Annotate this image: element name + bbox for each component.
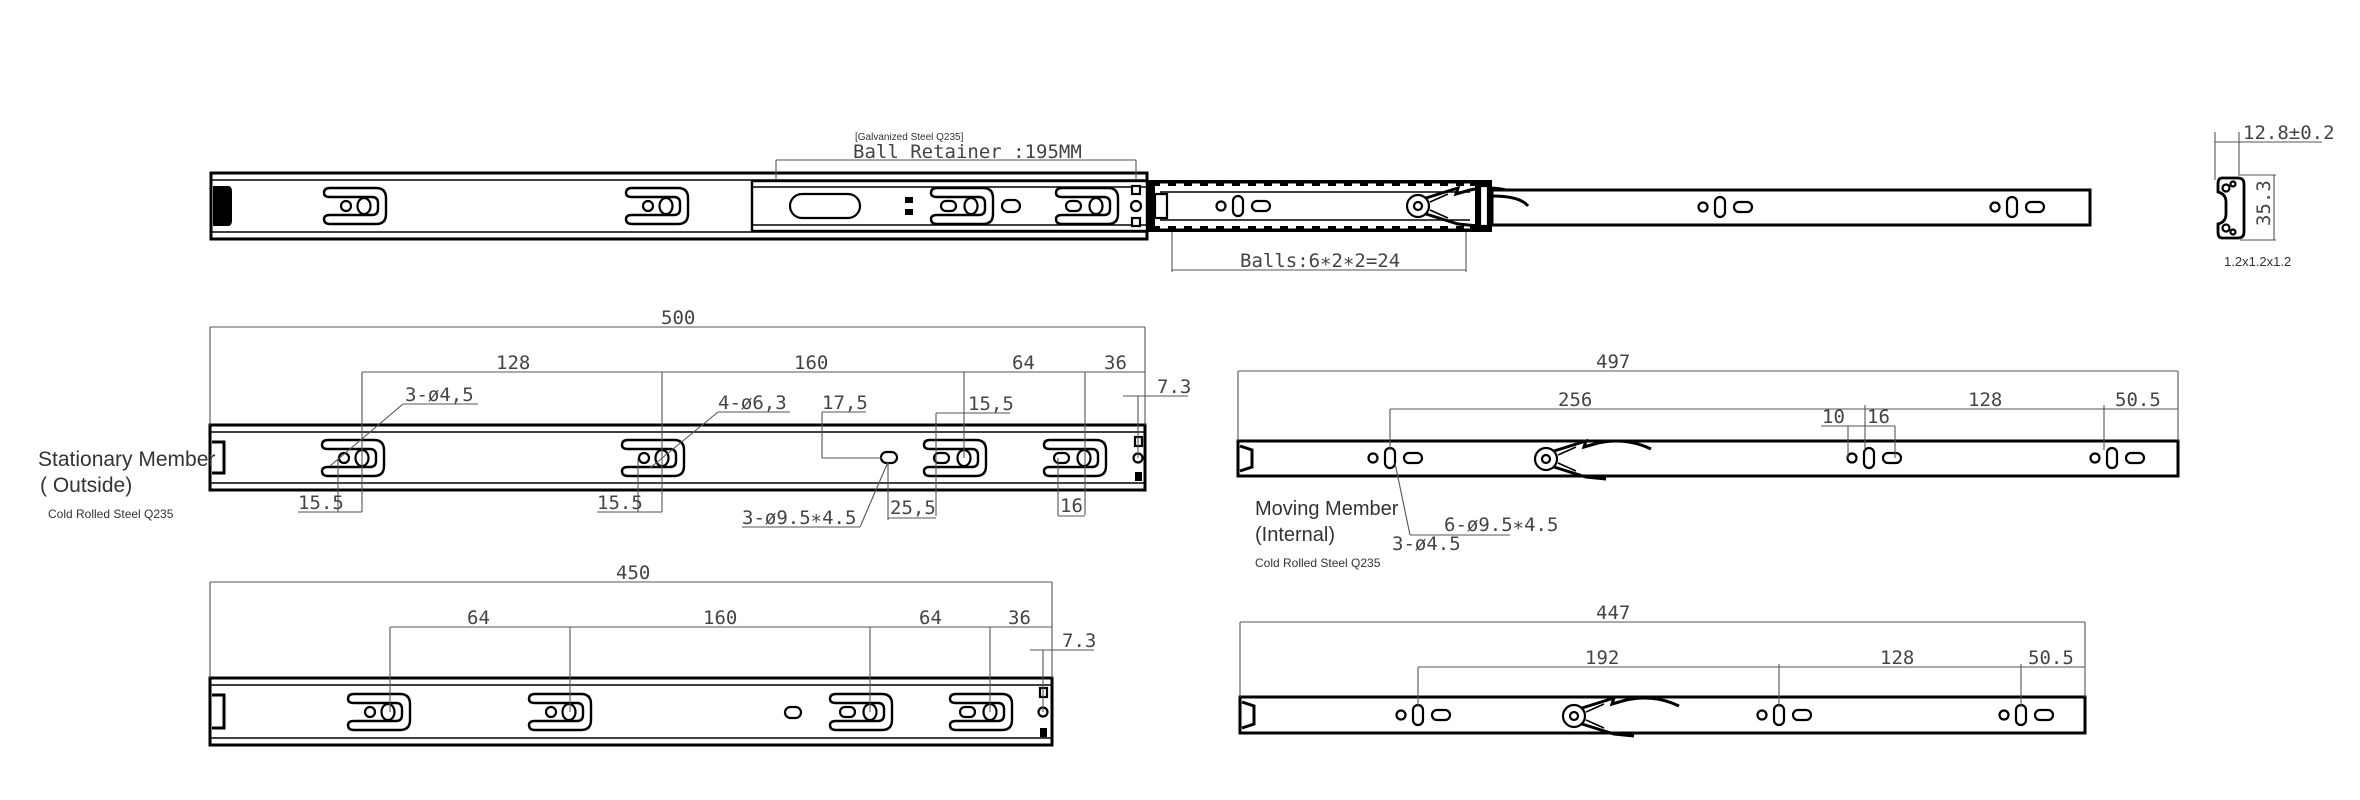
dim-64: 64 (1012, 352, 1035, 374)
dim-15-5-a: 15.5 (298, 492, 344, 514)
dim-7-3-b: 7.3 (1062, 630, 1096, 652)
callout-slots: 3-ø9.5∗4.5 (742, 507, 856, 529)
dim-overall-497: 497 (1596, 351, 1630, 373)
balls-count-label: Balls:6∗2∗2=24 (1240, 250, 1400, 272)
dim-192: 192 (1585, 647, 1619, 669)
stationary-member-subtitle: ( Outside) (40, 474, 132, 497)
section-thickness-label: 1.2x1.2x1.2 (2224, 254, 2291, 269)
dim-25-5: 25,5 (890, 497, 936, 519)
dim-16: 16 (1060, 495, 1083, 517)
dim-36-b: 36 (1008, 607, 1031, 629)
callout-large-holes: 4-ø6,3 (718, 392, 787, 414)
dim-160-b: 160 (703, 607, 737, 629)
dim-15-5-b: 15.5 (597, 492, 643, 514)
dim-160: 160 (794, 352, 828, 374)
dim-17-5: 17,5 (822, 392, 868, 414)
dim-7-3: 7.3 (1157, 376, 1191, 398)
dim-16-moving: 16 (1867, 406, 1890, 428)
moving-member-447: 447 192 128 50.5 (1238, 602, 2087, 738)
dim-128: 128 (496, 352, 530, 374)
dim-64-a: 64 (467, 607, 490, 629)
dim-256: 256 (1558, 389, 1592, 411)
callout-moving-holes: 3-ø4.5 (1392, 533, 1461, 555)
assembly-view: [Galvanized Steel Q235] Ball Retainer :1… (209, 132, 2092, 272)
stationary-member-500: 500 128 160 64 36 7.3 3-ø4,5 4-ø6,3 17,5… (38, 307, 1191, 529)
moving-member-title: Moving Member (1255, 498, 1399, 520)
dim-64-b: 64 (919, 607, 942, 629)
retainer-material-label: [Galvanized Steel Q235] (855, 132, 964, 143)
retainer-length-label: Ball Retainer :195MM (853, 141, 1082, 163)
dim-overall-447: 447 (1596, 602, 1630, 624)
dim-overall-450: 450 (616, 562, 650, 584)
dim-10: 10 (1822, 406, 1845, 428)
dim-overall-500: 500 (661, 307, 695, 329)
dim-36: 36 (1104, 352, 1127, 374)
callout-small-holes: 3-ø4,5 (405, 384, 474, 406)
dim-128-moving: 128 (1968, 389, 2002, 411)
section-width-dim: 12.8±0.2 (2243, 122, 2335, 144)
cross-section-view: 12.8±0.2 35.3 1.2x1.2x1.2 (2214, 122, 2335, 269)
moving-member-497: 497 256 128 50.5 10 16 6-ø9.5∗4.5 3-ø4.5… (1236, 351, 2180, 570)
dim-50-5: 50.5 (2115, 389, 2161, 411)
moving-member-material: Cold Rolled Steel Q235 (1255, 556, 1381, 570)
dim-50-5-b: 50.5 (2028, 647, 2074, 669)
moving-member-subtitle: (Internal) (1255, 524, 1335, 546)
stationary-member-title: Stationary Member (38, 448, 215, 471)
section-height-dim: 35.3 (2253, 180, 2275, 226)
stationary-member-450: 450 64 160 64 36 7.3 (208, 562, 1096, 747)
stationary-member-material: Cold Rolled Steel Q235 (48, 507, 174, 521)
callout-moving-slots: 6-ø9.5∗4.5 (1444, 514, 1558, 536)
dim-15-5-top: 15,5 (968, 393, 1014, 415)
dim-128-b: 128 (1880, 647, 1914, 669)
